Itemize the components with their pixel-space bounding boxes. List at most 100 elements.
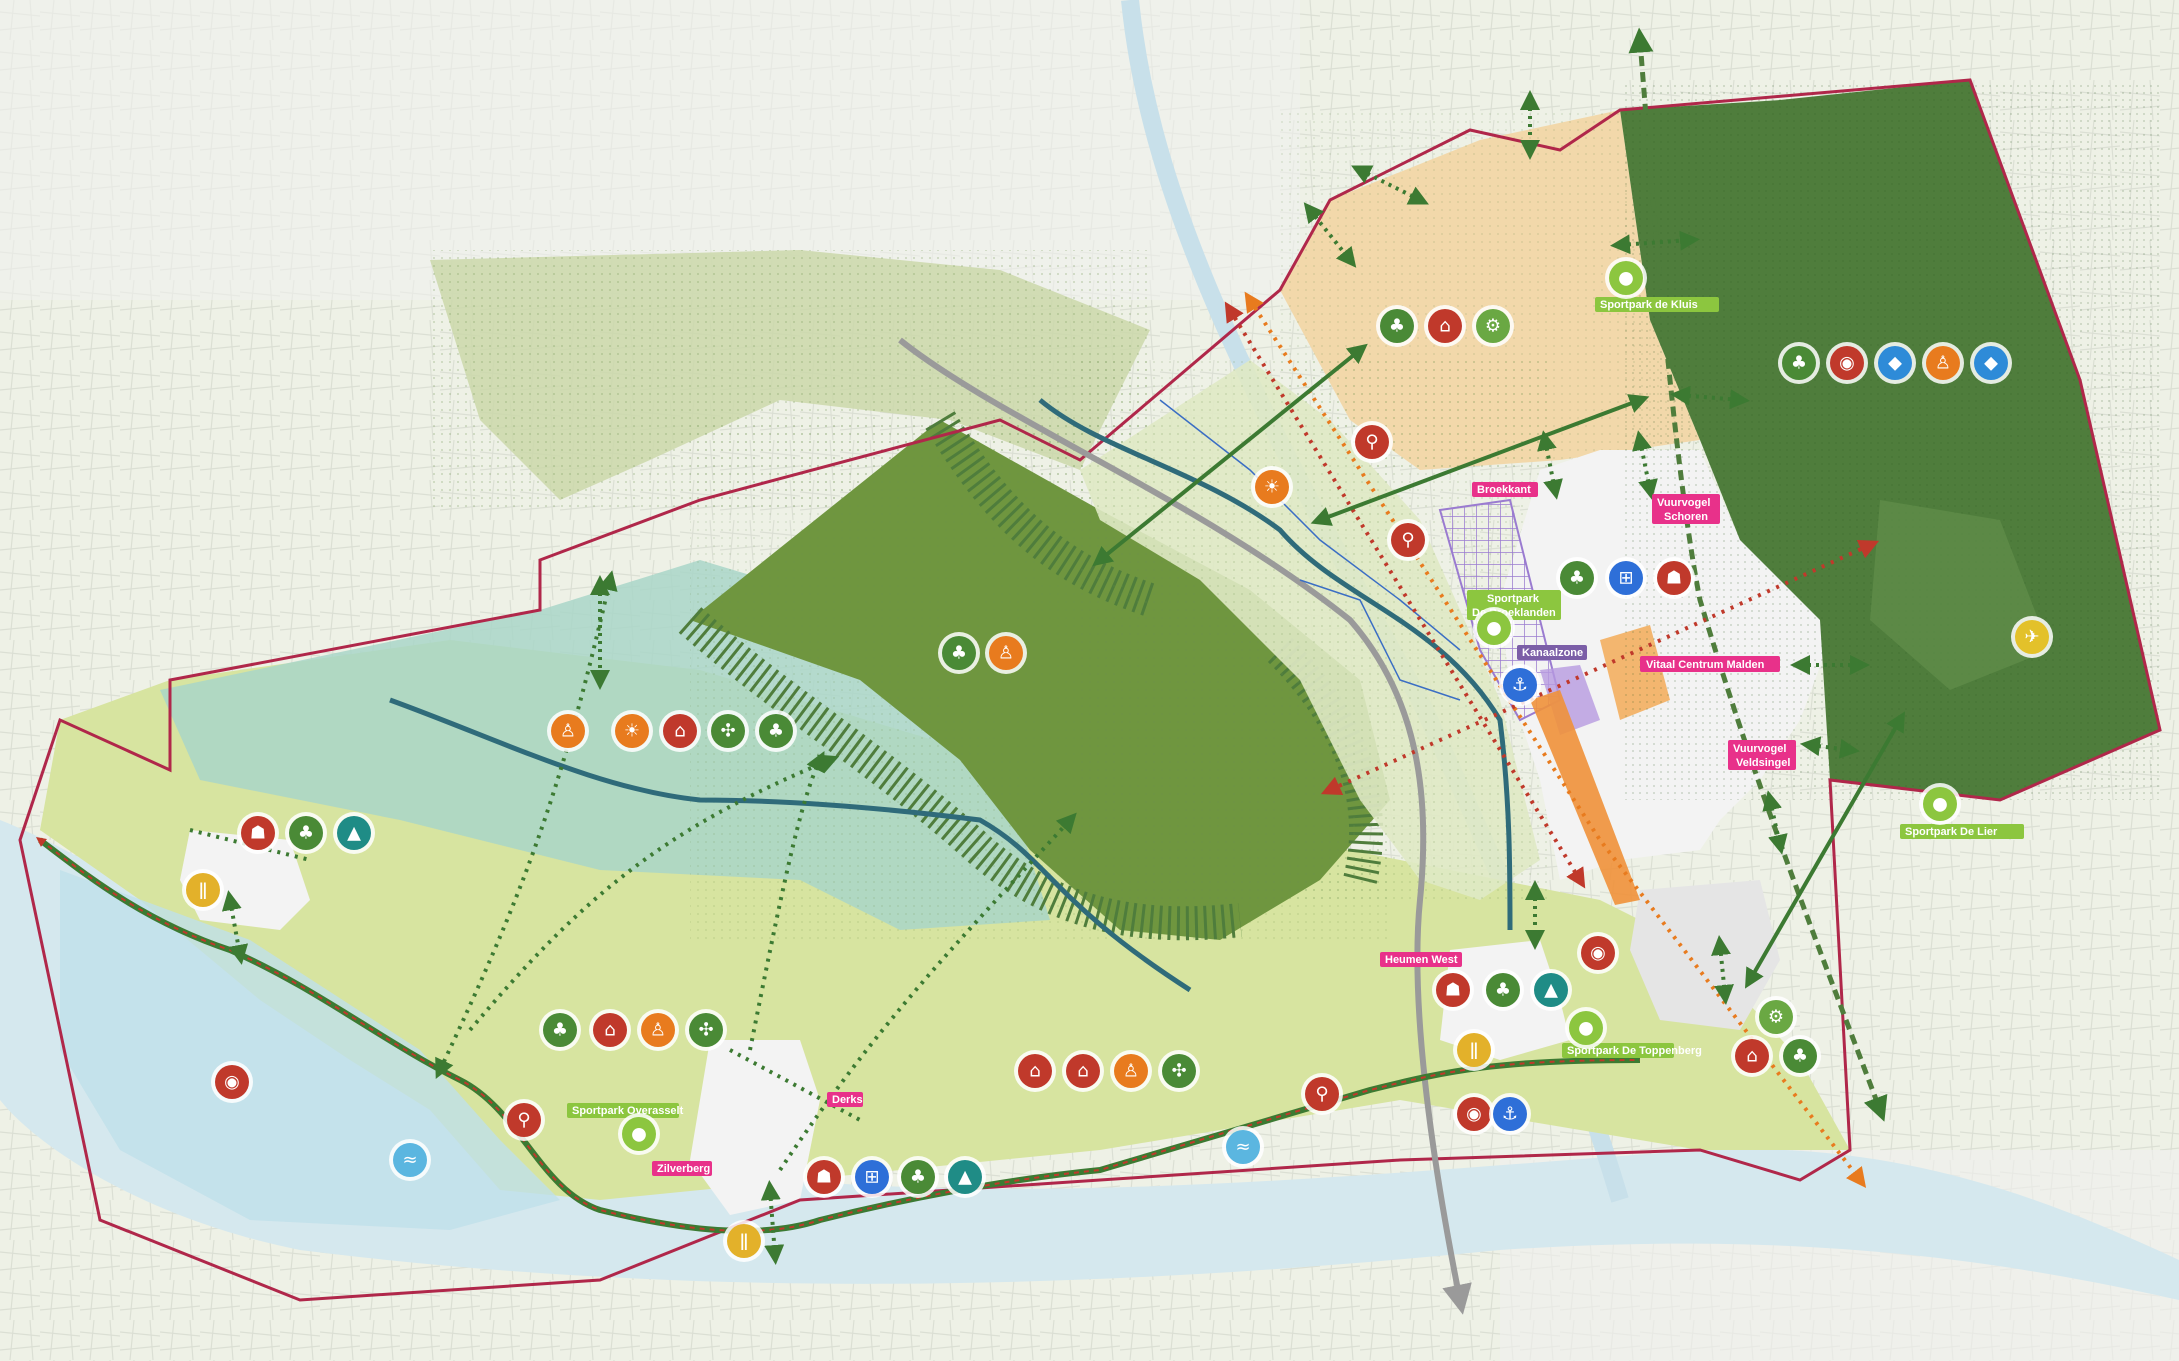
svg-text:⚓: ⚓ xyxy=(1502,1104,1518,1125)
svg-text:◆: ◆ xyxy=(1984,353,1998,374)
connection-1 xyxy=(435,570,618,1080)
svg-text:●: ● xyxy=(1618,268,1634,289)
waves-icon: ≈ xyxy=(1222,1126,1264,1168)
svg-text:☗: ☗ xyxy=(816,1167,832,1188)
svg-text:☀: ☀ xyxy=(624,721,640,742)
svg-text:●: ● xyxy=(631,1124,647,1145)
tractor-icon: ⚙ xyxy=(1755,996,1797,1038)
svg-text:Sportpark De Toppenberg: Sportpark De Toppenberg xyxy=(1567,1045,1702,1057)
food-icon: ǁ xyxy=(182,869,224,911)
svg-text:Sportpark Overasselt: Sportpark Overasselt xyxy=(572,1105,684,1117)
education-icon: ▲ xyxy=(1530,969,1572,1011)
shop-cart-icon: ⊞ xyxy=(1605,557,1647,599)
svg-text:Vitaal Centrum Malden: Vitaal Centrum Malden xyxy=(1646,659,1765,671)
cyclist-icon: ⚲ xyxy=(1387,519,1429,561)
shop-cart-icon: ⊞ xyxy=(851,1156,893,1198)
svg-text:♙: ♙ xyxy=(560,721,576,742)
svg-text:Heumen West: Heumen West xyxy=(1385,954,1458,966)
svg-text:◆: ◆ xyxy=(1888,353,1902,374)
svg-text:⚓: ⚓ xyxy=(1512,675,1528,696)
anchor-icon: ⚓ xyxy=(1499,664,1541,706)
airplane-icon: ✈ xyxy=(2011,616,2053,658)
svg-text:●: ● xyxy=(1578,1018,1594,1039)
svg-text:☗: ☗ xyxy=(1666,568,1682,589)
water-drop-icon: ◆ xyxy=(1970,342,2012,384)
tree-icon: ♣ xyxy=(1556,557,1598,599)
football-icon: ● xyxy=(1919,783,1961,825)
svg-text:⚙: ⚙ xyxy=(1485,316,1501,337)
label-sportpark-kluis: Sportpark de Kluis xyxy=(1595,297,1719,312)
tree-icon: ♣ xyxy=(539,1009,581,1051)
svg-text:⚲: ⚲ xyxy=(1315,1084,1328,1105)
svg-text:✈: ✈ xyxy=(2024,627,2039,648)
svg-text:⌂: ⌂ xyxy=(604,1020,615,1041)
food-icon: ǁ xyxy=(1453,1029,1495,1071)
svg-text:▲: ▲ xyxy=(1544,980,1558,1001)
svg-text:♣: ♣ xyxy=(1791,353,1807,374)
svg-text:Sportpark de Kluis: Sportpark de Kluis xyxy=(1600,299,1698,311)
svg-text:Schoren: Schoren xyxy=(1664,511,1708,523)
label-broekkant: Broekkant xyxy=(1472,482,1538,497)
forest-zone-east-clearing xyxy=(1870,500,2050,690)
hiker-icon: ♙ xyxy=(1110,1050,1152,1092)
windmill-icon: ✣ xyxy=(685,1009,727,1051)
svg-text:♙: ♙ xyxy=(1123,1061,1139,1082)
axis-orange-diagonal xyxy=(1244,291,1867,1188)
svg-text:✣: ✣ xyxy=(720,721,735,742)
svg-text:Zilverberg: Zilverberg xyxy=(657,1163,710,1175)
svg-text:⚲: ⚲ xyxy=(1365,432,1378,453)
tree-icon: ♣ xyxy=(938,632,980,674)
house-icon: ⌂ xyxy=(1062,1050,1104,1092)
facility-icons: ♣◉◆♙◆♣⌂⚙●⚲☀⚲♣⊞☗●⚓✈●♣♙♙☀⌂✣♣☗♣▲ǁ◉☗♣▲●ǁ◉⚓⚙⌂… xyxy=(182,257,2053,1262)
house-icon: ⌂ xyxy=(1014,1050,1056,1092)
svg-text:Broekkant: Broekkant xyxy=(1477,484,1531,496)
tree-icon: ♣ xyxy=(1778,342,1820,384)
svg-text:⌂: ⌂ xyxy=(1029,1061,1040,1082)
svg-text:ǁ: ǁ xyxy=(1470,1040,1479,1061)
svg-text:⚙: ⚙ xyxy=(1768,1007,1784,1028)
svg-text:ǁ: ǁ xyxy=(740,1231,749,1252)
windmill-icon: ✣ xyxy=(1158,1050,1200,1092)
hiker-icon: ♙ xyxy=(1922,342,1964,384)
svg-text:♣: ♣ xyxy=(1495,980,1511,1001)
svg-text:⌂: ⌂ xyxy=(674,721,685,742)
svg-text:☗: ☗ xyxy=(250,823,266,844)
connection-4 xyxy=(748,751,825,1051)
label-zilverberg: Zilverberg xyxy=(652,1161,712,1176)
svg-text:▲: ▲ xyxy=(347,823,361,844)
tractor-icon: ⚙ xyxy=(1472,305,1514,347)
hiker-icon: ♙ xyxy=(985,632,1027,674)
svg-text:◉: ◉ xyxy=(1466,1104,1482,1125)
sun-panel-icon: ☀ xyxy=(611,710,653,752)
label-sportpark-lier: Sportpark De Lier xyxy=(1900,824,2024,839)
svg-text:♣: ♣ xyxy=(298,823,314,844)
cyclist-icon: ⚲ xyxy=(1301,1073,1343,1115)
svg-text:♙: ♙ xyxy=(998,643,1014,664)
svg-text:Kanaalzone: Kanaalzone xyxy=(1522,647,1583,659)
cyclist-icon: ⚲ xyxy=(1351,421,1393,463)
sun-panel-icon: ☀ xyxy=(1251,466,1293,508)
football-icon: ● xyxy=(1605,257,1647,299)
hiker-icon: ♙ xyxy=(547,710,589,752)
lake-west xyxy=(60,870,560,1230)
svg-text:ǁ: ǁ xyxy=(199,880,208,901)
svg-text:●: ● xyxy=(1932,794,1948,815)
svg-text:Derks: Derks xyxy=(832,1094,863,1106)
education-icon: ▲ xyxy=(944,1156,986,1198)
education-icon: ▲ xyxy=(333,812,375,854)
svg-text:⊞: ⊞ xyxy=(1618,568,1633,589)
svg-text:▲: ▲ xyxy=(958,1167,972,1188)
tree-icon: ♣ xyxy=(1482,969,1524,1011)
anchor-icon: ⚓ xyxy=(1489,1093,1531,1135)
tree-icon: ♣ xyxy=(1779,1035,1821,1077)
svg-text:✣: ✣ xyxy=(698,1020,713,1041)
svg-text:◉: ◉ xyxy=(1839,353,1855,374)
football-icon: ● xyxy=(1565,1007,1607,1049)
tree-icon: ♣ xyxy=(1376,305,1418,347)
svg-text:♣: ♣ xyxy=(910,1167,926,1188)
corridor-arrows xyxy=(1092,343,1905,989)
tree-icon: ♣ xyxy=(755,710,797,752)
svg-text:☀: ☀ xyxy=(1264,477,1280,498)
